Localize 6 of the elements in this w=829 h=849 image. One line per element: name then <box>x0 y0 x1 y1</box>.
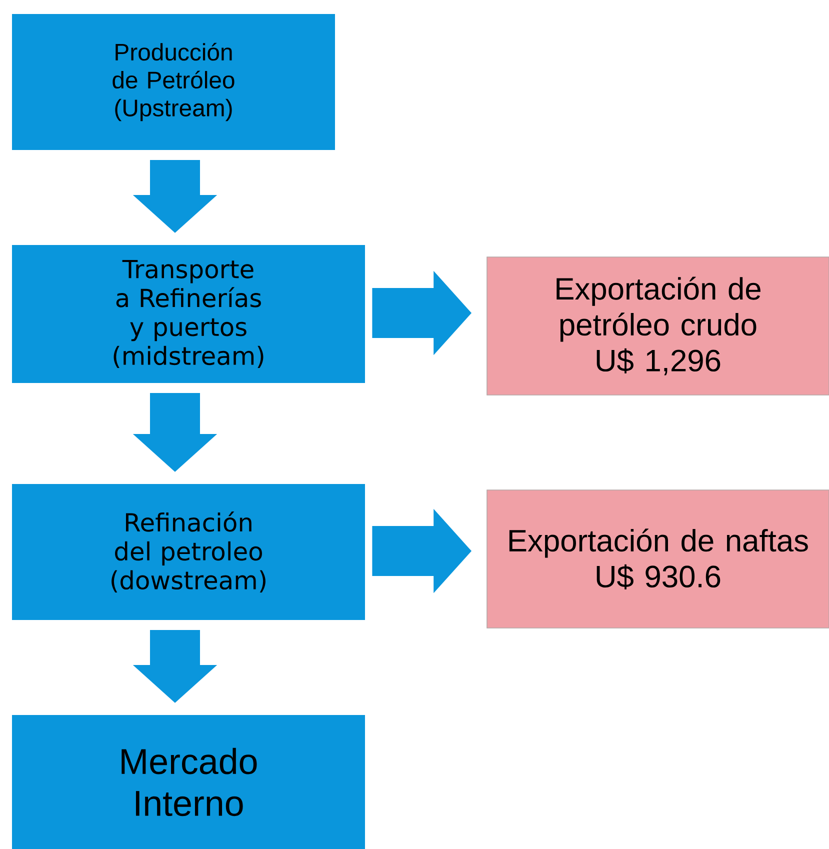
process-box: Refinación del petroleo (dowstream) <box>12 484 365 620</box>
export-box: Exportación de naftas U$ 930.6 <box>486 490 829 628</box>
export-box: Exportación de petróleo crudo U$ 1,296 <box>486 256 829 396</box>
process-box: Transporte a Refinerías y puertos (midstream) <box>12 245 365 383</box>
process-box: Mercado Interno <box>12 715 365 849</box>
process-box: Producción de Petróleo (Upstream) <box>12 14 335 150</box>
